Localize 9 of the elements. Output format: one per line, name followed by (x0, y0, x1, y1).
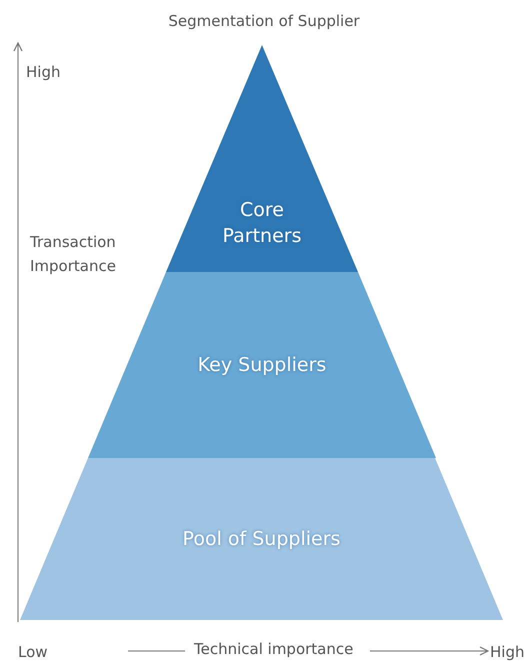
axis-label: Technical importance (194, 639, 354, 660)
tier-label: Pool of Suppliers (182, 526, 342, 552)
axis-label: Low (18, 642, 48, 661)
tier-label: Key Suppliers (196, 352, 328, 378)
axis-label: High (490, 642, 524, 661)
axis-label: Transaction Importance (30, 232, 117, 277)
axis-label: High (26, 62, 60, 83)
tier-label: Core Partners (222, 198, 302, 250)
diagram-title: Segmentation of Supplier (167, 12, 361, 30)
